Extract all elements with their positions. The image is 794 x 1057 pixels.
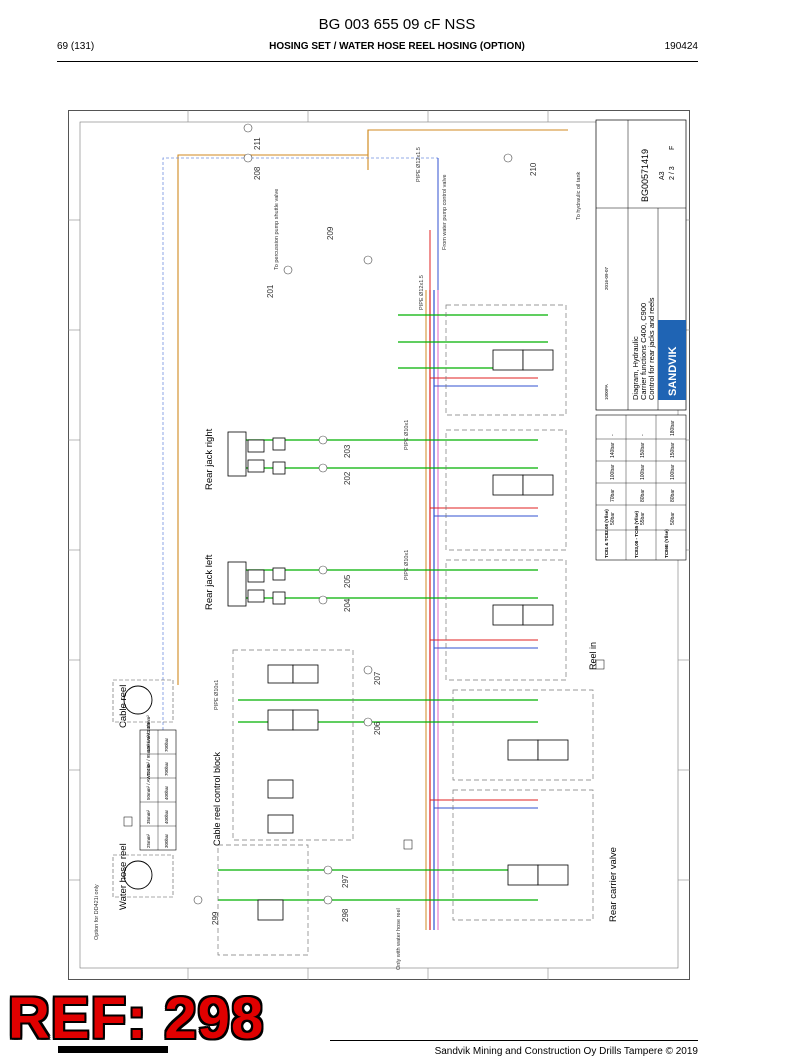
ref-203: 203	[343, 444, 352, 458]
label-water-hose-reel: Water hose reel	[118, 843, 129, 910]
cable-row-4-size: 70mm² / 95mm² / AWG 3/0	[146, 722, 151, 776]
sheet-number: 2 / 3	[669, 166, 676, 180]
page-number: 69 (131)	[57, 41, 95, 52]
pressure-cell: 80bar	[670, 489, 676, 502]
pressure-cell: -	[640, 434, 646, 436]
pressure-cell: 80bar	[640, 489, 646, 502]
created-by: 1000PA	[604, 384, 609, 400]
cable-row-3-bar: 400bar	[164, 785, 169, 800]
revision: F	[669, 146, 676, 150]
title-desc-3: Control for rear jacks and reels	[647, 297, 656, 400]
cable-row-5-size: 120mm² / 240mm²	[146, 715, 151, 752]
cable-row-5-bar: 700bar	[164, 737, 169, 752]
pressure-cell: 100bar	[670, 464, 676, 480]
cable-row-2-size: 35mm²	[146, 809, 151, 824]
drawing-number: BG00571419	[640, 149, 650, 202]
sandvik-logo: SANDVIK	[667, 346, 679, 396]
footer-rule	[330, 1040, 698, 1041]
header-rule	[57, 61, 698, 62]
ref-207: 207	[373, 671, 382, 685]
title-desc-2: Carrier functions C400, C900	[639, 303, 648, 400]
ref-297: 297	[341, 874, 350, 888]
pipe-label-3: PIPE Ø10x1	[404, 420, 410, 450]
pressure-cell: 50bar	[610, 512, 616, 525]
pressure-cell: 55bar	[640, 512, 646, 525]
footer-logo	[58, 1046, 168, 1053]
cable-row-1-bar: 300bar	[164, 833, 169, 848]
cable-row-4-bar: 700bar	[164, 761, 169, 776]
label-from-water-pump: From water pump control valve	[442, 175, 448, 251]
footer-copyright: Sandvik Mining and Construction Oy Drill…	[434, 1046, 698, 1057]
ref-299: 299	[211, 911, 220, 925]
ref-208: 208	[253, 166, 262, 180]
label-to-percussion-pump: To percussion pump shuttle valve	[274, 189, 280, 270]
date-of-issue: 2016-09-07	[604, 266, 609, 290]
label-to-tank: To hydraulic oil tank	[576, 171, 582, 220]
section-title: HOSING SET / WATER HOSE REEL HOSING (OPT…	[269, 41, 525, 52]
ref-298: 298	[341, 908, 350, 922]
sandvik-logo-block	[658, 320, 686, 400]
label-water-hose-option: Only with water hose reel	[396, 908, 402, 970]
label-reel-in: Reel in	[588, 642, 598, 670]
cable-row-2-bar: 400bar	[164, 809, 169, 824]
ref-206: 206	[373, 721, 382, 735]
pressure-cell: 50bar	[670, 512, 676, 525]
pressure-cell: 100bar	[610, 464, 616, 480]
document-date: 190424	[664, 41, 698, 52]
ref-210: 210	[529, 162, 538, 176]
title-desc-1: Diagram, Hydraulic	[631, 336, 640, 400]
label-rear-carrier-valve: Rear carrier valve	[608, 847, 619, 922]
label-rear-jack-left: Rear jack left	[204, 554, 215, 610]
pressure-header-2: TC83,08 - TC85 (Yllse)	[634, 510, 639, 558]
label-option: Option for DD421i only	[94, 884, 100, 940]
pipe-label-4: PIPE Ø10x1	[404, 550, 410, 580]
pressure-cell: -	[610, 434, 616, 436]
label-rear-jack-right: Rear jack right	[204, 428, 215, 490]
pressure-cell: 100bar	[640, 464, 646, 480]
ref-204: 204	[343, 598, 352, 612]
cable-row-1-size: 25mm²	[146, 833, 151, 848]
ref-209: 209	[326, 226, 335, 240]
label-cable-reel: Cable reel	[118, 685, 129, 728]
pressure-header-1: TC81 & TC82.08 (Yllse)	[604, 509, 609, 558]
pressure-cell: 150bar	[670, 442, 676, 458]
page-title: BG 003 655 09 cF NSS	[318, 16, 476, 33]
ref-211: 211	[253, 137, 262, 150]
cable-row-3-size: 50mm² / AWG 1/0	[146, 764, 151, 800]
pressure-cell: 140bar	[610, 442, 616, 458]
pressure-header-3: TC86E (Yllse)	[664, 529, 669, 558]
ref-205: 205	[343, 574, 352, 588]
pressure-cell: 70bar	[610, 489, 616, 502]
sheet-size: A3	[659, 171, 666, 180]
pipe-label-2: PIPE Ø12x1.5	[419, 275, 425, 310]
ref-stamp: REF: 298	[8, 986, 265, 1051]
ref-202: 202	[343, 471, 352, 485]
pipe-label-5: PIPE Ø10x1	[214, 680, 220, 710]
pressure-cell: 180bar	[670, 420, 676, 436]
pressure-cell: 150bar	[640, 442, 646, 458]
ref-201: 201	[266, 284, 275, 298]
label-cable-reel-control-block: Cable reel control block	[212, 751, 222, 846]
pipe-label-1: PIPE Ø12x1.5	[416, 147, 422, 182]
hydraulic-diagram: 211 208 201 209 210 203 202 205 204 297 …	[68, 110, 690, 980]
